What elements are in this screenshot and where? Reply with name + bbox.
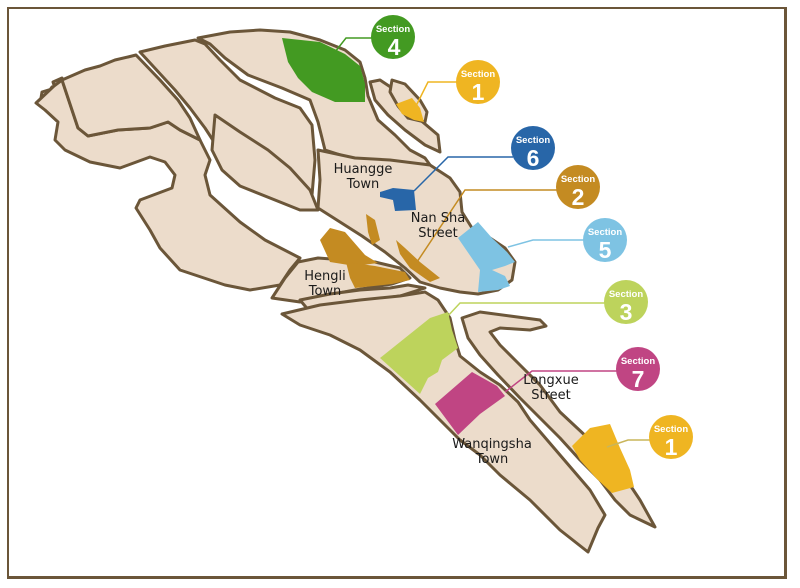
area-section-6 [380,188,416,211]
svg-text:Section: Section [621,356,656,367]
svg-text:Section: Section [609,289,644,300]
svg-text:Section: Section [561,174,596,185]
leader-section-7 [504,370,618,393]
land-inner [210,113,320,212]
badge-section-1-south[interactable]: Section 1 [649,415,693,460]
leader-section-2 [414,189,558,266]
land-north [196,28,432,167]
leader-section-1-south [606,439,651,448]
area-section-7 [435,372,505,435]
land-wanqingsha [280,290,607,554]
area-section-1-south [572,424,634,493]
svg-text:Section: Section [376,24,411,35]
svg-text:2: 2 [572,184,585,210]
badge-section-7[interactable]: Section 7 [616,347,660,392]
badge-section-2[interactable]: Section 2 [556,165,600,210]
leader-section-1-north [411,81,458,115]
land-masses [34,28,657,554]
leader-lines [334,37,651,448]
svg-text:Section: Section [654,424,689,435]
leader-section-6 [413,156,513,192]
badge-section-4[interactable]: Section 4 [371,15,415,60]
leader-section-5 [507,239,585,248]
svg-text:4: 4 [388,34,401,60]
area-section-5 [458,222,515,292]
badge-section-1-north[interactable]: Section 1 [456,60,500,105]
leader-section-3 [445,302,606,319]
svg-text:1: 1 [665,434,678,460]
svg-text:Section: Section [461,69,496,80]
land-northwest [60,53,202,142]
svg-text:Section: Section [588,227,623,238]
badge-section-5[interactable]: Section 5 [583,218,627,263]
area-section-3 [380,312,458,394]
area-section-4 [282,38,365,102]
svg-text:1: 1 [472,79,485,105]
section-badges: Section 4 Section 1 Section 6 Section 2 … [371,15,693,460]
svg-text:5: 5 [599,237,612,263]
leader-section-4 [334,37,373,53]
area-section-1-north [396,98,424,122]
svg-text:6: 6 [527,145,540,171]
svg-text:Section: Section [516,135,551,146]
svg-text:3: 3 [620,299,633,325]
svg-text:7: 7 [632,366,645,392]
badge-section-3[interactable]: Section 3 [604,280,648,325]
section-areas [282,38,634,493]
badge-section-6[interactable]: Section 6 [511,126,555,171]
